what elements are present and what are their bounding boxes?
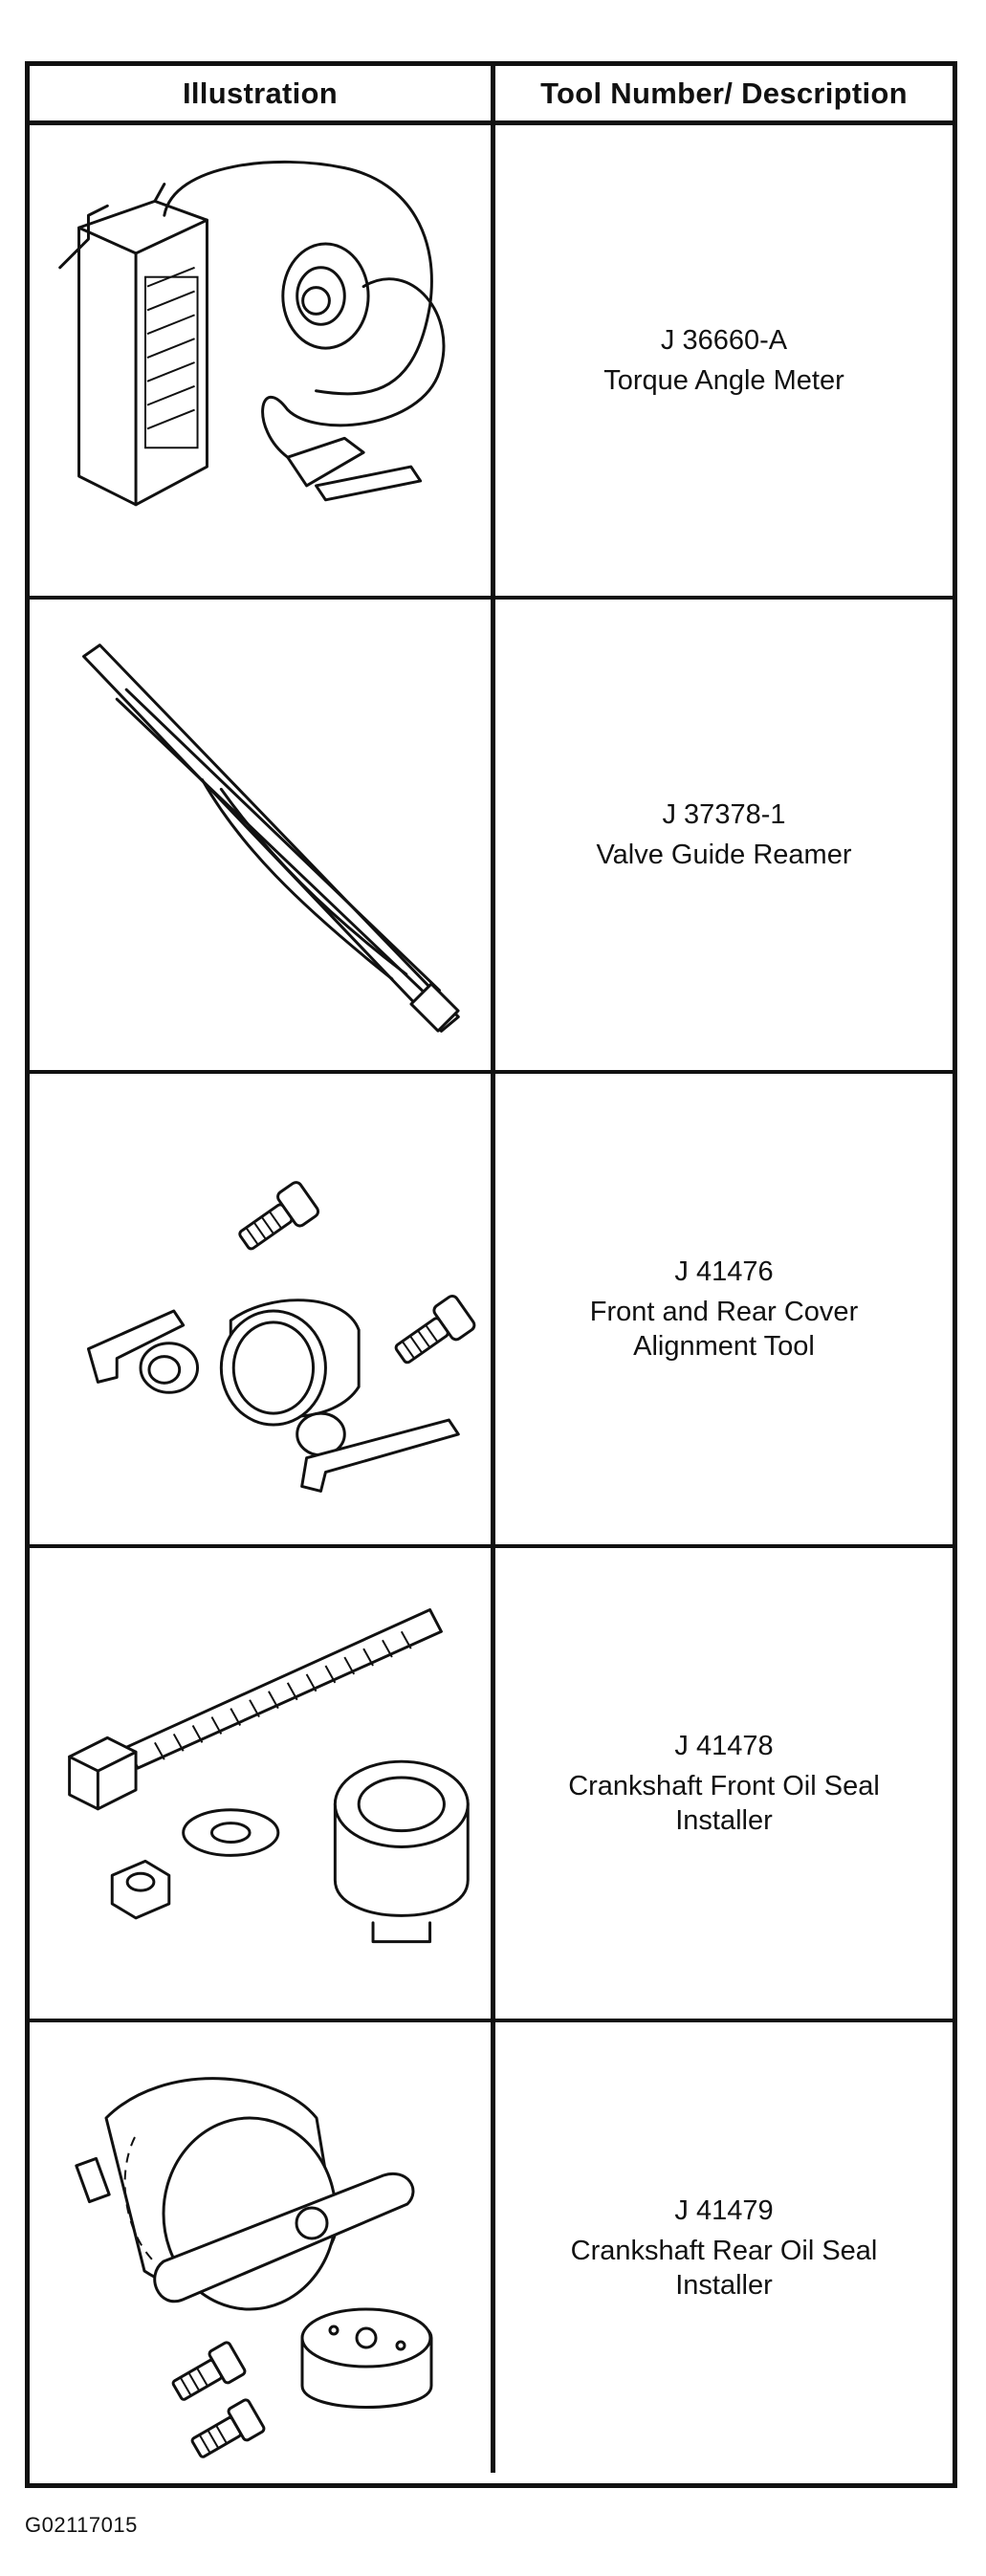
- tool-description: Crankshaft Front Oil Seal Installer: [568, 1771, 880, 1836]
- table-row: J 41478 Crankshaft Front Oil Seal Instal…: [30, 1548, 953, 2022]
- illustration-header: Illustration: [30, 66, 495, 120]
- tool-number: J 41478: [674, 1731, 774, 1761]
- rear-oil-seal-installer-icon: [75, 2077, 433, 2458]
- table-header: Illustration Tool Number/ Description: [30, 66, 953, 125]
- tool-description-cell: J 41478 Crankshaft Front Oil Seal Instal…: [495, 1548, 953, 2019]
- tool-number: J 37378-1: [662, 799, 786, 830]
- tool-description-cell: J 37378-1 Valve Guide Reamer: [495, 600, 953, 1070]
- tool-number: J 41476: [674, 1256, 774, 1287]
- tool-table: Illustration Tool Number/ Description: [25, 61, 957, 2488]
- illustration-cell: [30, 2022, 495, 2473]
- illustration-cell: [30, 125, 495, 596]
- tool-description-cell: J 36660-A Torque Angle Meter: [495, 125, 953, 596]
- table-row: J 36660-A Torque Angle Meter: [30, 125, 953, 600]
- tool-number: J 36660-A: [660, 325, 788, 356]
- cover-alignment-tool-icon: [86, 1181, 476, 1493]
- table-row: J 41479 Crankshaft Rear Oil Seal Install…: [30, 2022, 953, 2473]
- tool-description: Torque Angle Meter: [603, 365, 844, 396]
- illustration-cell: [30, 1074, 495, 1544]
- illustration-cell: [30, 600, 495, 1070]
- torque-angle-meter-icon: [58, 160, 446, 507]
- illustration-cell: [30, 1548, 495, 2019]
- tool-description-header: Tool Number/ Description: [540, 76, 908, 110]
- tool-description-cell: J 41479 Crankshaft Rear Oil Seal Install…: [495, 2022, 953, 2473]
- figure-code: G02117015: [25, 2513, 138, 2537]
- tool-description: Crankshaft Rear Oil Seal Installer: [570, 2235, 878, 2301]
- tool-number: J 41479: [674, 2194, 774, 2226]
- tool-description-cell: J 41476 Front and Rear Cover Alignment T…: [495, 1074, 953, 1544]
- front-oil-seal-installer-icon: [68, 1607, 470, 1944]
- table-row: J 41476 Front and Rear Cover Alignment T…: [30, 1074, 953, 1548]
- table-row: J 37378-1 Valve Guide Reamer: [30, 600, 953, 1074]
- tool-description: Valve Guide Reamer: [596, 840, 852, 870]
- tool-description: Front and Rear Cover Alignment Tool: [589, 1297, 859, 1362]
- valve-guide-reamer-icon: [82, 644, 460, 1033]
